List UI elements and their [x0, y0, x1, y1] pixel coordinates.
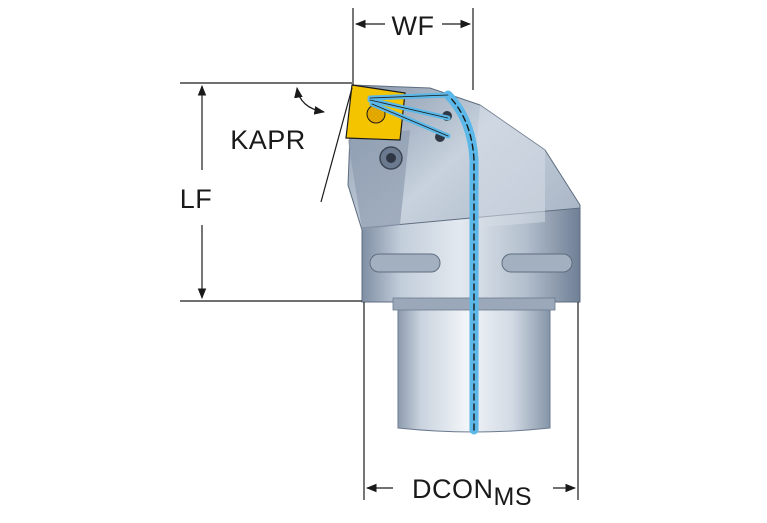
dim-label-lf: LF — [180, 184, 213, 214]
coolant-channels — [367, 90, 479, 435]
dim-label-wf: WF — [392, 11, 435, 41]
dim-label-kapr: KAPR — [230, 125, 306, 155]
dim-label-dcon-sub: MS — [494, 483, 533, 511]
dim-label-dcon-main: DCON — [412, 474, 494, 504]
slot-right — [501, 253, 573, 273]
dimension-lines — [180, 8, 579, 500]
clamp-screw-center — [386, 153, 396, 163]
tool-head-bevel — [470, 105, 545, 228]
dim-label-dcon: DCONMS — [412, 474, 532, 511]
slot-left — [369, 253, 441, 273]
